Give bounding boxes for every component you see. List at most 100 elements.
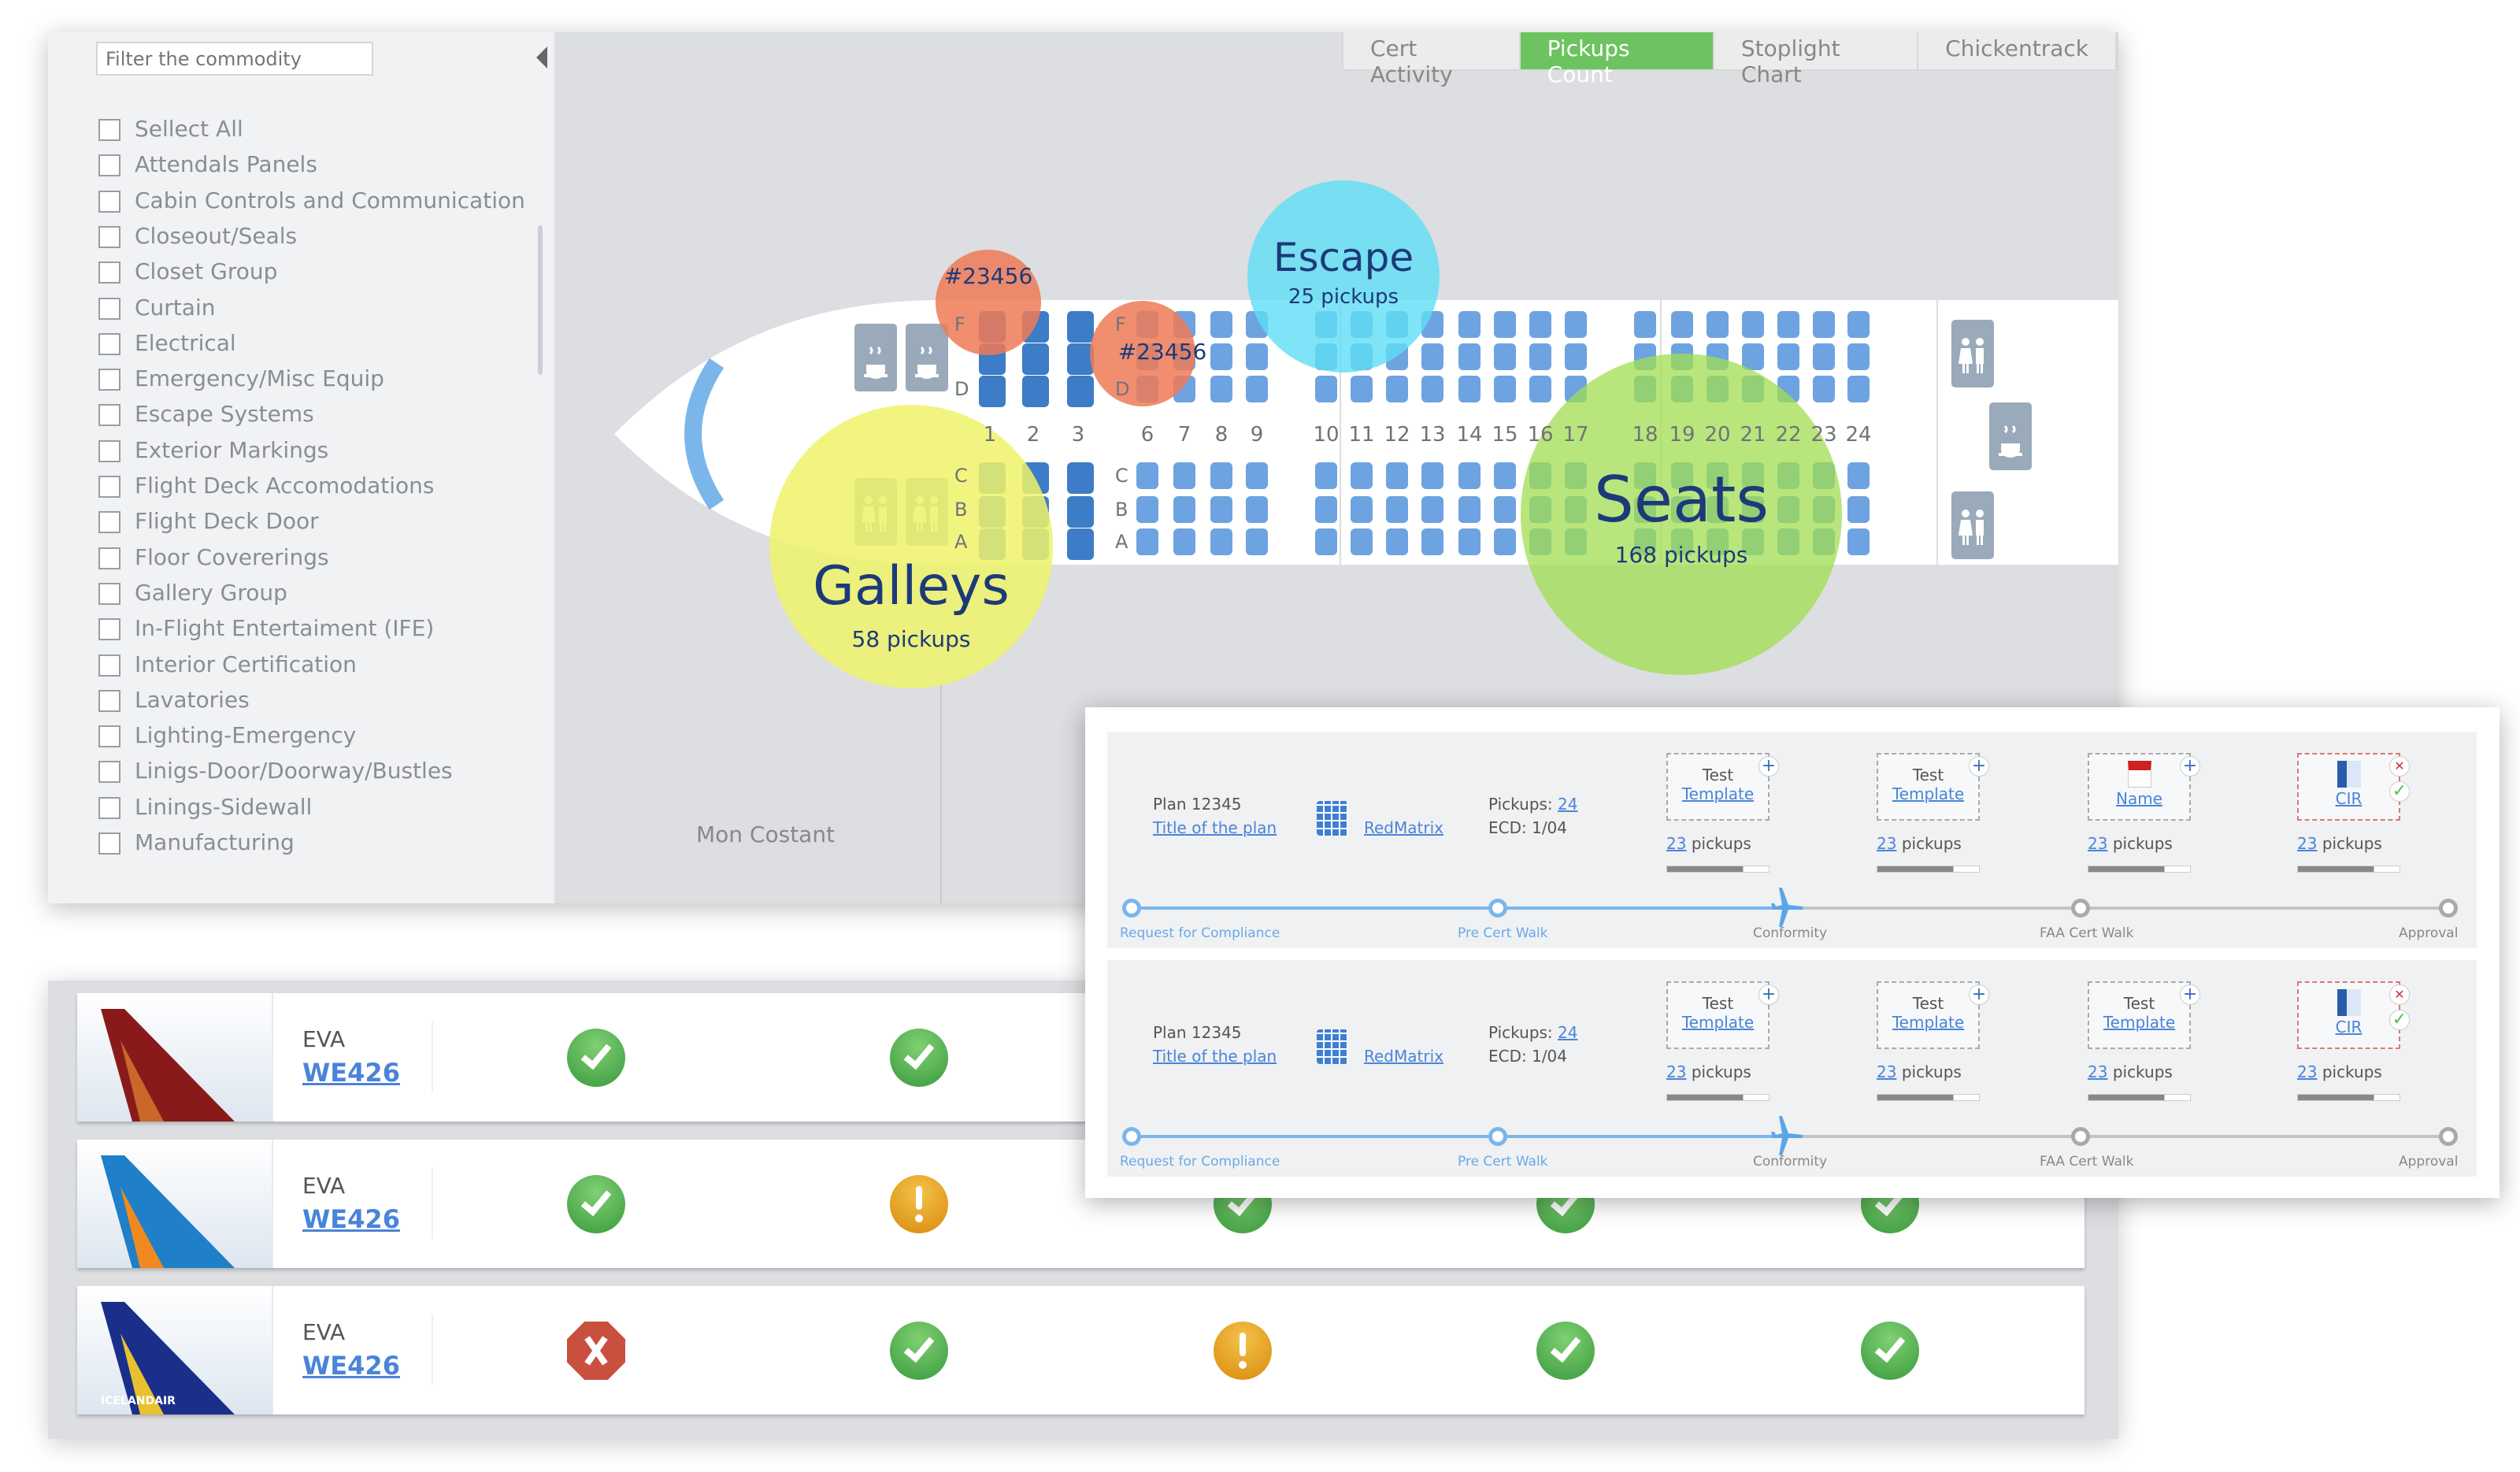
add-icon[interactable]: + <box>2180 984 2200 1005</box>
tab-chickentrack[interactable]: Chickentrack <box>1918 32 2117 69</box>
plan-title-link[interactable]: Title of the plan <box>1153 1047 1277 1066</box>
collapse-sidebar-icon[interactable] <box>536 46 547 69</box>
commodity-checkbox[interactable] <box>98 725 120 748</box>
seat[interactable] <box>1067 376 1094 407</box>
seat[interactable] <box>1173 496 1195 523</box>
seat[interactable] <box>1210 496 1232 523</box>
seat[interactable] <box>1458 528 1480 555</box>
seat[interactable] <box>1421 496 1443 523</box>
seat[interactable] <box>1210 343 1232 370</box>
commodity-checkbox[interactable] <box>98 404 120 427</box>
status-error-icon[interactable] <box>567 1322 625 1380</box>
status-ok-icon[interactable] <box>890 1029 948 1087</box>
commodity-checkbox[interactable] <box>98 654 120 677</box>
add-icon[interactable]: + <box>2180 756 2200 777</box>
seat[interactable] <box>1494 462 1516 489</box>
seat[interactable] <box>1246 376 1268 402</box>
seat[interactable] <box>1529 343 1551 370</box>
commodity-checkbox[interactable] <box>98 297 120 320</box>
seat[interactable] <box>1421 462 1443 489</box>
seat[interactable] <box>1777 311 1799 338</box>
doc-pickups-count-link[interactable]: 23 <box>1877 834 1897 853</box>
timeline-step-node[interactable] <box>1122 1127 1141 1146</box>
bubble-seats[interactable]: Seats 168 pickups <box>1521 354 1842 675</box>
status-ok-icon[interactable] <box>567 1175 625 1233</box>
seat[interactable] <box>1386 496 1408 523</box>
doc-link[interactable]: Template <box>1681 1013 1755 1032</box>
seat[interactable] <box>1246 343 1268 370</box>
seat[interactable] <box>1351 496 1373 523</box>
document-card[interactable]: Name+ <box>2088 753 2200 821</box>
commodity-checkbox[interactable] <box>98 439 120 462</box>
doc-pickups-count-link[interactable]: 23 <box>1666 834 1687 853</box>
commodity-checkbox[interactable] <box>98 511 120 534</box>
add-icon[interactable]: + <box>1758 984 1779 1005</box>
seat[interactable] <box>1847 496 1870 523</box>
seat[interactable] <box>1351 376 1373 402</box>
commodity-checkbox[interactable] <box>98 689 120 712</box>
seat[interactable] <box>1529 376 1551 402</box>
seat[interactable] <box>1813 311 1835 338</box>
add-icon[interactable]: + <box>1969 756 1989 777</box>
seat[interactable] <box>1847 343 1870 370</box>
timeline-step-node[interactable] <box>2071 899 2090 918</box>
seat[interactable] <box>1494 528 1516 555</box>
commodity-filter-input[interactable] <box>96 42 373 76</box>
timeline-step-node[interactable] <box>1488 899 1507 918</box>
seat[interactable] <box>1671 311 1693 338</box>
seat[interactable] <box>1565 311 1587 338</box>
seat[interactable] <box>1210 528 1232 555</box>
doc-pickups-count-link[interactable]: 23 <box>2297 1062 2318 1081</box>
document-card[interactable]: CIR✕✓ <box>2297 753 2410 821</box>
doc-pickups-count-link[interactable]: 23 <box>2297 834 2318 853</box>
seat[interactable] <box>1067 462 1094 494</box>
seat[interactable] <box>1847 376 1870 402</box>
seat[interactable] <box>1458 311 1480 338</box>
seat[interactable] <box>1136 528 1158 555</box>
seat[interactable] <box>1421 376 1443 402</box>
doc-link[interactable]: Template <box>2103 1013 2176 1032</box>
pickups-count-link[interactable]: 24 <box>1558 795 1578 814</box>
commodity-checkbox[interactable] <box>98 618 120 641</box>
seat[interactable] <box>1707 311 1729 338</box>
bubble-item[interactable]: #23456 <box>936 250 1041 355</box>
seat[interactable] <box>1742 343 1764 370</box>
seat[interactable] <box>1246 496 1268 523</box>
commodity-checkbox[interactable] <box>98 582 120 605</box>
seat[interactable] <box>1458 462 1480 489</box>
seat[interactable] <box>1210 311 1232 338</box>
seat[interactable] <box>1173 528 1195 555</box>
doc-link[interactable]: Template <box>1681 784 1755 803</box>
add-icon[interactable]: + <box>1969 984 1989 1005</box>
seat[interactable] <box>1067 311 1094 343</box>
tab-cert-activity[interactable]: Cert Activity <box>1343 32 1521 87</box>
seat[interactable] <box>1458 376 1480 402</box>
flight-number-link[interactable]: WE426 <box>302 1058 400 1088</box>
approve-icon[interactable]: ✓ <box>2389 781 2410 802</box>
seat[interactable] <box>1458 496 1480 523</box>
timeline-step-node[interactable] <box>2439 899 2458 918</box>
seat[interactable] <box>1458 343 1480 370</box>
commodity-checkbox[interactable] <box>98 796 120 819</box>
seat[interactable] <box>1494 376 1516 402</box>
seat[interactable] <box>1315 528 1337 555</box>
status-warn-icon[interactable] <box>1214 1322 1272 1380</box>
sidebar-scrollbar[interactable] <box>538 225 543 375</box>
flight-number-link[interactable]: WE426 <box>302 1351 400 1381</box>
plan-title-link[interactable]: Title of the plan <box>1153 818 1277 837</box>
commodity-checkbox[interactable] <box>98 119 120 141</box>
seat[interactable] <box>1022 376 1049 407</box>
seat[interactable] <box>1136 496 1158 523</box>
doc-pickups-count-link[interactable]: 23 <box>2088 834 2108 853</box>
timeline-step-node[interactable] <box>1488 1127 1507 1146</box>
seat[interactable] <box>1315 496 1337 523</box>
remove-icon[interactable]: ✕ <box>2389 984 2410 1005</box>
commodity-checkbox[interactable] <box>98 369 120 391</box>
commodity-checkbox[interactable] <box>98 547 120 569</box>
doc-pickups-count-link[interactable]: 23 <box>1877 1062 1897 1081</box>
bubble-galleys[interactable]: Galleys 58 pickups <box>769 405 1053 688</box>
commodity-checkbox[interactable] <box>98 832 120 855</box>
seat[interactable] <box>1067 496 1094 528</box>
seat[interactable] <box>1847 462 1870 489</box>
